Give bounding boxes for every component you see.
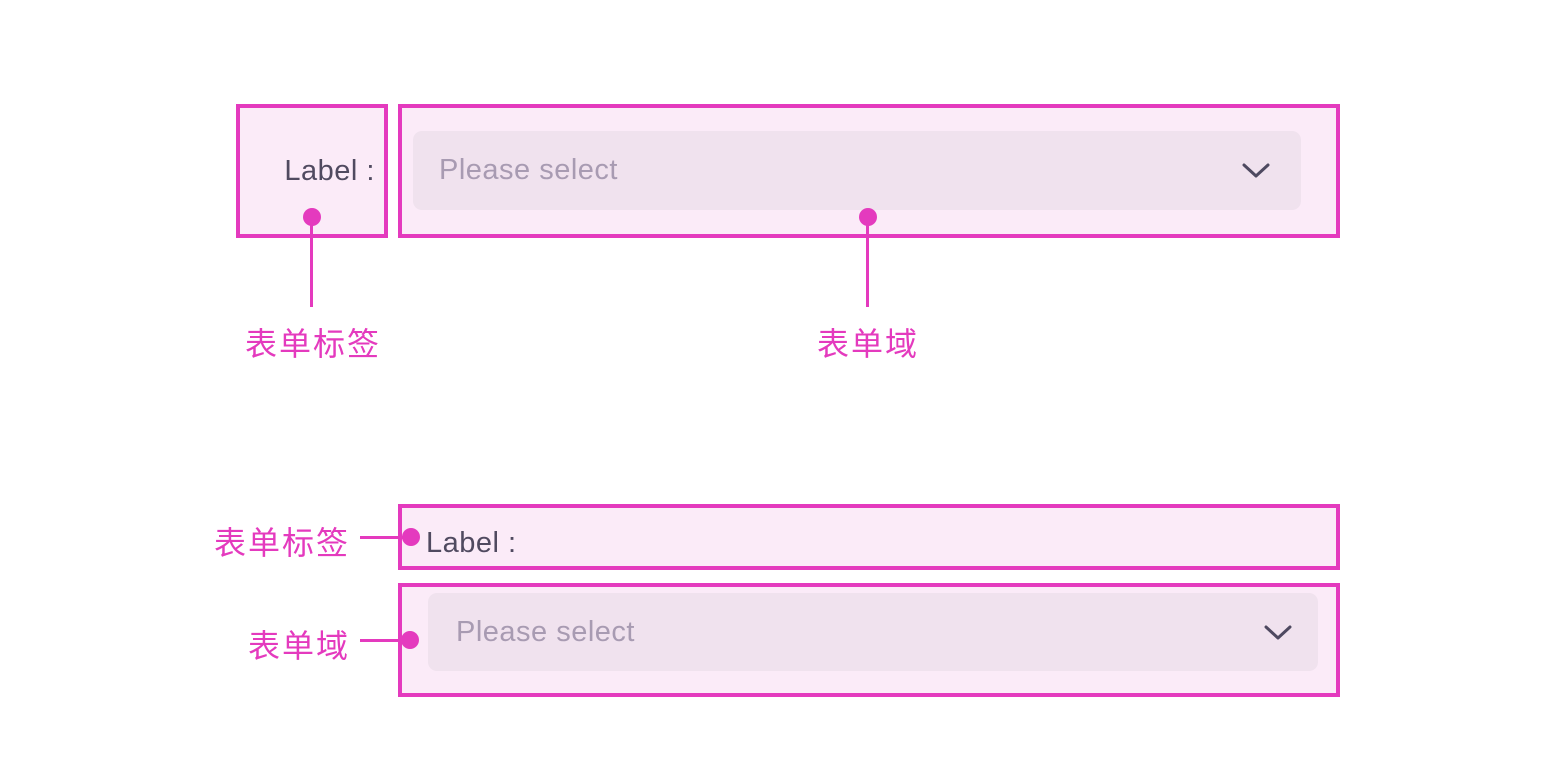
vertical-form-label-box: Label : [398,504,1340,570]
chevron-down-icon [1241,162,1271,179]
callout-text-form-field: 表单域 [247,628,350,664]
callout-line-field [360,639,408,642]
callout-text-form-field: 表单域 [816,326,919,362]
select-control[interactable]: Please select [428,593,1318,671]
form-label: Label : [284,154,375,187]
form-label: Label : [426,527,517,559]
chevron-down-icon [1263,624,1293,641]
callout-text-form-label: 表单标签 [213,525,350,561]
callout-dot-label [303,208,321,226]
select-placeholder: Please select [456,615,635,648]
select-control[interactable]: Please select [413,131,1301,210]
callout-text-form-label: 表单标签 [244,326,381,362]
vertical-form-field-box: Please select [398,583,1340,697]
horizontal-form-field-box: Please select [398,104,1340,238]
callout-line-label [360,536,408,539]
callout-dot-field [401,631,419,649]
callout-dot-field [859,208,877,226]
callout-line-label [310,217,313,307]
select-placeholder: Please select [439,154,618,186]
callout-line-field [866,217,869,307]
callout-dot-label [402,528,420,546]
